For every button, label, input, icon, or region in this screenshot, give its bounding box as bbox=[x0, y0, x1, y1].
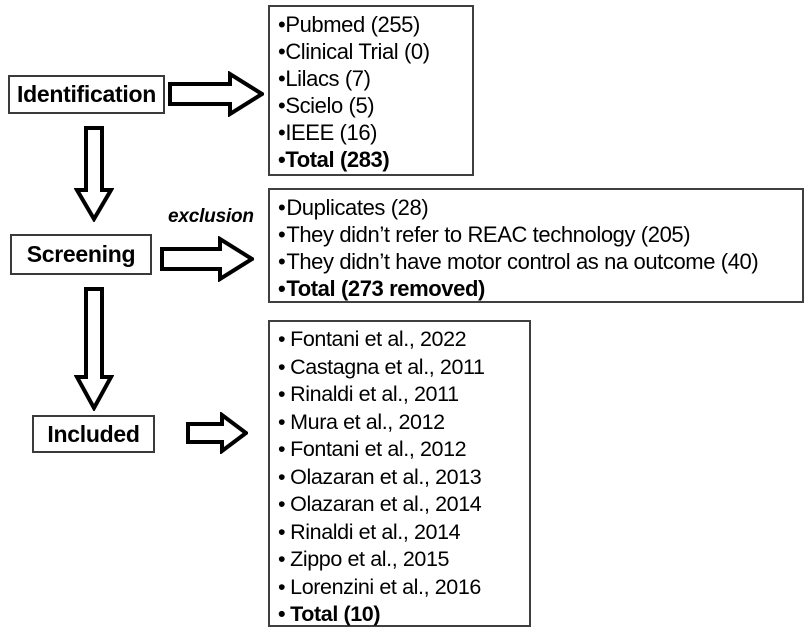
included-study-item-label: Total (10) bbox=[290, 602, 381, 626]
bullet-icon: • bbox=[278, 66, 286, 91]
identification-source-item-label: Lilacs (7) bbox=[285, 66, 371, 91]
arrow-right-icon bbox=[168, 71, 264, 117]
included-study-item: •Rinaldi et al., 2011 bbox=[278, 381, 523, 409]
bullet-icon: • bbox=[278, 547, 286, 571]
stage-label-included-text: Included bbox=[47, 420, 140, 447]
included-study-item-label: Olazaran et al., 2013 bbox=[290, 464, 482, 489]
stage-label-included: Included bbox=[32, 415, 155, 453]
bullet-icon: • bbox=[278, 409, 286, 434]
screening-exclusion-item-label: They didn’t refer to REAC technology (20… bbox=[286, 222, 691, 247]
included-study-item: •Fontani et al., 2012 bbox=[278, 436, 523, 464]
bullet-icon: • bbox=[278, 276, 286, 301]
included-studies-list: •Fontani et al., 2022•Castagna et al., 2… bbox=[278, 326, 523, 629]
bullet-icon: • bbox=[278, 382, 286, 406]
bullet-icon: • bbox=[278, 120, 286, 145]
identification-source-item: •IEEE (16) bbox=[278, 119, 466, 146]
identification-source-item-label: IEEE (16) bbox=[285, 120, 378, 145]
arrow-down-icon bbox=[74, 126, 114, 222]
bullet-icon: • bbox=[278, 147, 286, 172]
identification-source-item: •Lilacs (7) bbox=[278, 65, 466, 92]
identification-source-item: •Total (283) bbox=[278, 146, 466, 173]
bullet-icon: • bbox=[278, 93, 286, 118]
screening-exclusion-item-label: Total (273 removed) bbox=[286, 276, 485, 301]
screening-exclusions-box: •Duplicates (28)•They didn’t refer to RE… bbox=[268, 188, 804, 303]
bullet-icon: • bbox=[278, 39, 286, 64]
identification-sources-box: •Pubmed (255)•Clinical Trial (0)•Lilacs … bbox=[268, 5, 474, 176]
identification-source-item-label: Pubmed (255) bbox=[285, 12, 420, 37]
screening-exclusion-item-label: They didn’t have motor control as na out… bbox=[286, 249, 759, 274]
included-study-item-label: Castagna et al., 2011 bbox=[290, 354, 485, 379]
bullet-icon: • bbox=[278, 195, 286, 220]
bullet-icon: • bbox=[278, 464, 286, 489]
included-study-item-label: Rinaldi et al., 2011 bbox=[290, 382, 459, 406]
included-study-item-label: Zippo et al., 2015 bbox=[290, 547, 450, 571]
bullet-icon: • bbox=[278, 437, 286, 461]
identification-source-list: •Pubmed (255)•Clinical Trial (0)•Lilacs … bbox=[278, 11, 466, 173]
included-study-item-label: Lorenzini et al., 2016 bbox=[290, 574, 481, 599]
identification-source-item: •Pubmed (255) bbox=[278, 11, 466, 38]
arrow-right-icon bbox=[160, 236, 254, 282]
bullet-icon: • bbox=[278, 492, 286, 516]
bullet-icon: • bbox=[278, 222, 286, 247]
included-study-item: •Zippo et al., 2015 bbox=[278, 546, 523, 574]
screening-exclusion-item: •They didn’t refer to REAC technology (2… bbox=[278, 221, 796, 248]
arrow-down-icon bbox=[74, 287, 114, 411]
included-study-item: •Olazaran et al., 2013 bbox=[278, 464, 523, 492]
included-study-item: •Total (10) bbox=[278, 601, 523, 629]
arrow-right-icon bbox=[186, 412, 248, 454]
screening-exclusion-item: •Total (273 removed) bbox=[278, 275, 796, 302]
included-study-item: •Rinaldi et al., 2014 bbox=[278, 519, 523, 547]
included-studies-box: •Fontani et al., 2022•Castagna et al., 2… bbox=[268, 320, 531, 627]
stage-label-identification-text: Identification bbox=[17, 81, 156, 107]
identification-source-item-label: Total (283) bbox=[285, 147, 390, 172]
screening-exclusion-item: •They didn’t have motor control as na ou… bbox=[278, 248, 796, 275]
included-study-item: •Lorenzini et al., 2016 bbox=[278, 574, 523, 602]
stage-label-screening-text: Screening bbox=[26, 241, 136, 267]
identification-source-item-label: Scielo (5) bbox=[285, 93, 375, 118]
identification-source-item-label: Clinical Trial (0) bbox=[285, 39, 430, 64]
included-study-item-label: Fontani et al., 2012 bbox=[290, 437, 467, 461]
exclusion-annotation: exclusion bbox=[168, 206, 254, 227]
bullet-icon: • bbox=[278, 249, 286, 274]
included-study-item-label: Fontani et al., 2022 bbox=[290, 327, 467, 351]
screening-exclusion-list: •Duplicates (28)•They didn’t refer to RE… bbox=[278, 194, 796, 302]
bullet-icon: • bbox=[278, 519, 286, 544]
included-study-item-label: Rinaldi et al., 2014 bbox=[290, 519, 461, 544]
bullet-icon: • bbox=[278, 354, 286, 379]
bullet-icon: • bbox=[278, 602, 286, 626]
screening-exclusion-item: •Duplicates (28) bbox=[278, 194, 796, 221]
stage-label-identification: Identification bbox=[8, 75, 165, 114]
bullet-icon: • bbox=[278, 574, 286, 599]
identification-source-item: •Scielo (5) bbox=[278, 92, 466, 119]
included-study-item: •Castagna et al., 2011 bbox=[278, 354, 523, 382]
included-study-item: •Fontani et al., 2022 bbox=[278, 326, 523, 354]
included-study-item: •Mura et al., 2012 bbox=[278, 409, 523, 437]
screening-exclusion-item-label: Duplicates (28) bbox=[286, 195, 429, 220]
identification-source-item: •Clinical Trial (0) bbox=[278, 38, 466, 65]
bullet-icon: • bbox=[278, 12, 286, 37]
stage-label-screening: Screening bbox=[10, 234, 152, 275]
bullet-icon: • bbox=[278, 327, 286, 351]
included-study-item: •Olazaran et al., 2014 bbox=[278, 491, 523, 519]
included-study-item-label: Olazaran et al., 2014 bbox=[290, 492, 482, 516]
included-study-item-label: Mura et al., 2012 bbox=[290, 409, 445, 434]
